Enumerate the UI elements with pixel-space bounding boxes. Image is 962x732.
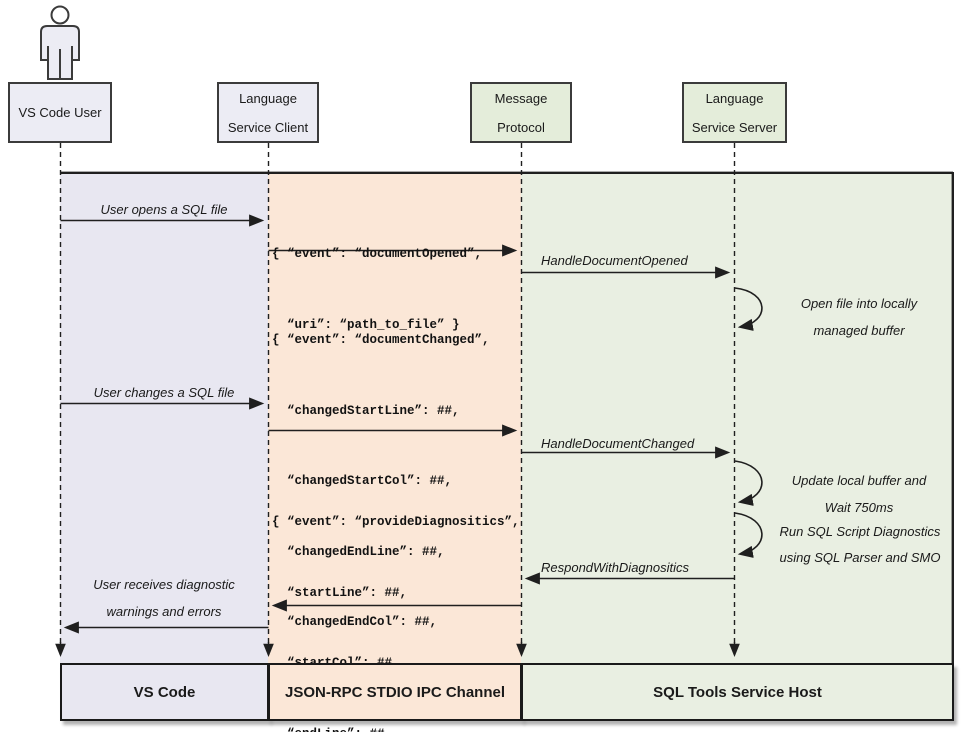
header-box-language-service-server: Language Service Server (682, 82, 787, 143)
payload-line: “changedStartLine”: ##, (272, 403, 460, 418)
footer-label: SQL Tools Service Host (653, 683, 822, 701)
label-line: using SQL Parser and SMO (779, 550, 941, 565)
label-respond-with-diagnostics: RespondWithDiagnositics (541, 560, 690, 575)
payload-line: { “event”: “documentOpened”, (272, 247, 483, 261)
payload-line: { “event”: “documentChanged”, (272, 333, 490, 347)
footer-label: VS Code (133, 683, 196, 701)
footer-box-vscode: VS Code (60, 663, 269, 721)
label-user-receives-diagnostics: User receives diagnostic warnings and er… (60, 571, 268, 625)
lane-vscode-user (60, 174, 268, 663)
label-line: Update local buffer and (791, 473, 927, 488)
footer-label: JSON-RPC STDIO IPC Channel (284, 683, 506, 701)
header-label: Language (239, 90, 297, 106)
label-line: Wait 750ms (824, 500, 894, 515)
label-update-buffer-wait: Update local buffer and Wait 750ms (770, 467, 948, 521)
payload-line: “startLine”: ##, (272, 585, 408, 600)
label-user-changes-file: User changes a SQL file (93, 385, 235, 400)
label-handle-document-changed: HandleDocumentChanged (541, 436, 695, 451)
header-label: Message (494, 90, 548, 106)
label-line: managed buffer (813, 323, 905, 338)
header-label: Language (705, 90, 764, 106)
label-run-sql-diagnostics: Run SQL Script Diagnostics using SQL Par… (768, 519, 952, 571)
label-line: Open file into locally (800, 296, 918, 311)
user-actor-icon (40, 5, 80, 80)
label-handle-document-opened: HandleDocumentOpened (541, 253, 688, 268)
header-label: Protocol (497, 119, 545, 135)
footer-box-ipc-channel: JSON-RPC STDIO IPC Channel (268, 663, 522, 721)
label-line: warnings and errors (106, 604, 222, 619)
label-line: Run SQL Script Diagnostics (779, 524, 941, 539)
header-label: Service Server (691, 119, 778, 135)
payload-line: { “event”: “provideDiagnositics”, (272, 515, 520, 529)
payload-line: “changedStartCol”: ##, (272, 474, 453, 488)
footer-box-service-host: SQL Tools Service Host (521, 663, 954, 721)
label-open-file-into-buffer: Open file into locally managed buffer (770, 290, 948, 344)
payload-line: “uri”: “path_to_file” } (272, 317, 460, 332)
payload-line: “changedEndCol”: ##, (272, 615, 438, 629)
label-line: User receives diagnostic (93, 577, 235, 592)
lane-ipc-channel (268, 174, 521, 663)
header-box-language-service-client: Language Service Client (217, 82, 319, 143)
header-label: Service Client (227, 119, 309, 135)
payload-line: “endLine”: ##, (272, 723, 520, 732)
label-user-opens-file: User opens a SQL file (100, 202, 228, 217)
header-box-message-protocol: Message Protocol (470, 82, 572, 143)
lane-service-host (521, 174, 953, 663)
payload-document-opened: { “event”: “documentOpened”, “uri”: “pat… (272, 196, 482, 384)
header-box-vscode-user: VS Code User (8, 82, 112, 143)
header-label: VS Code User (18, 105, 102, 120)
payload-line: “changedEndLine”: ##, (272, 544, 445, 559)
